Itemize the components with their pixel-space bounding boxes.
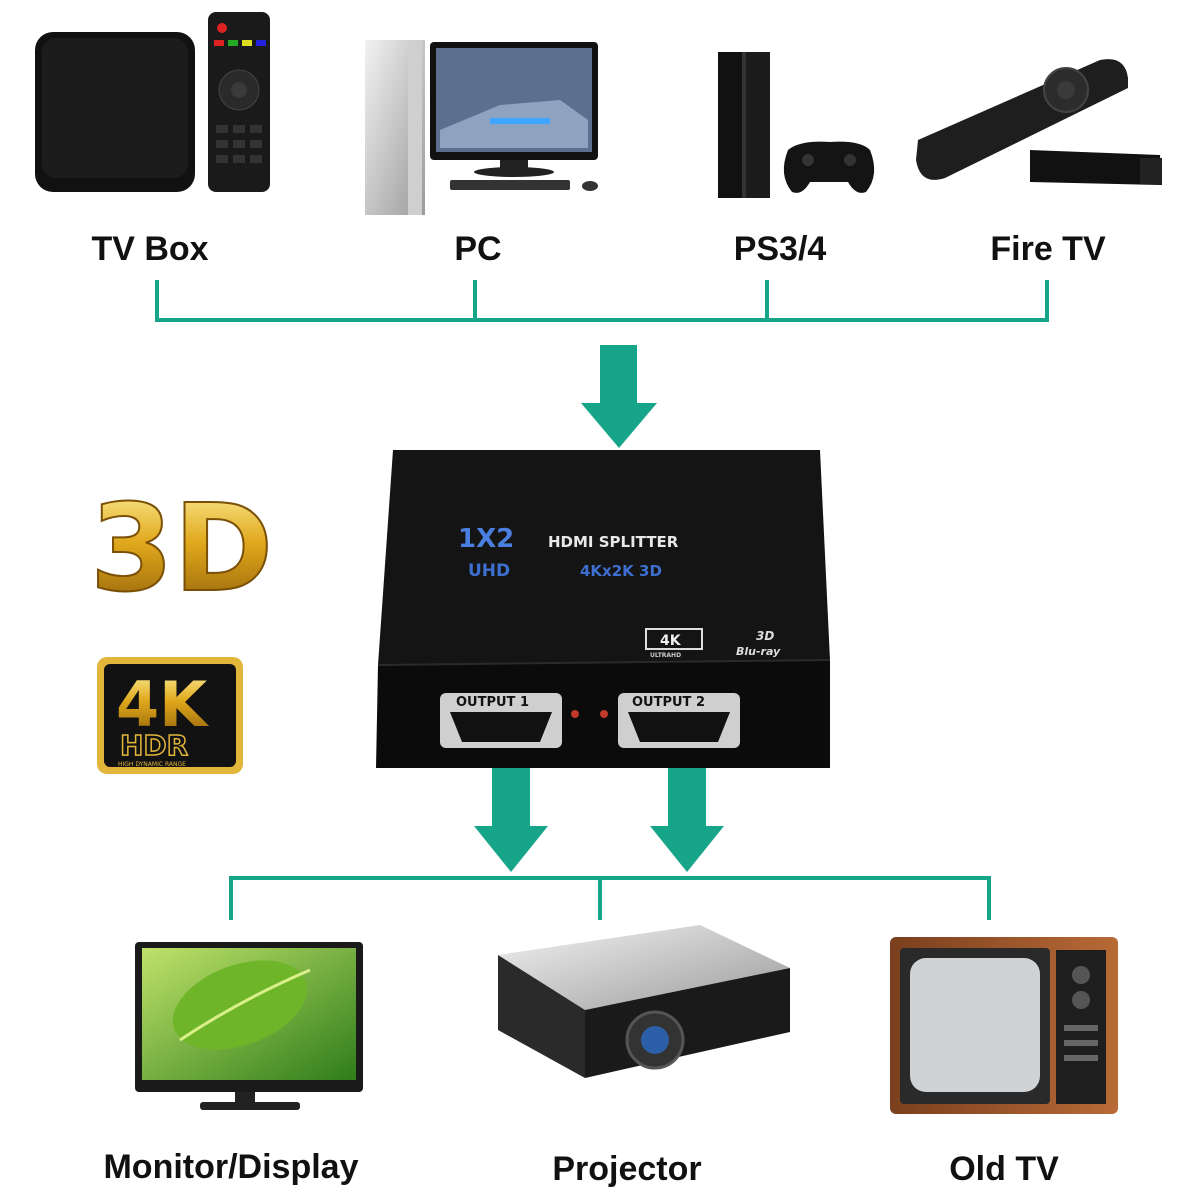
splitter-sub-uhd: UHD	[468, 561, 510, 581]
splitter-4k-sub: ULTRAHD	[650, 652, 681, 659]
monitor-icon	[135, 942, 363, 1110]
splitter-3d-label: 3D	[756, 629, 774, 643]
input-arrow	[581, 345, 657, 448]
3d-gold-badge: 3D	[89, 479, 274, 620]
output-port-1-label: OUTPUT 1	[456, 695, 529, 710]
output-label-monitor: Monitor/Display	[103, 1148, 359, 1186]
output-label-old-tv: Old TV	[949, 1150, 1059, 1188]
hdr-subtext: HIGH DYNAMIC RANGE	[118, 761, 186, 768]
output-arrow-2	[650, 768, 724, 872]
4k-badge-text: 4K	[116, 668, 209, 741]
hdmi-splitter-device	[376, 450, 831, 768]
fire-tv-stick-icon	[916, 59, 1162, 185]
tv-box-icon	[35, 12, 270, 192]
splitter-4k-label: 4K	[660, 633, 682, 649]
projector-icon	[498, 925, 790, 1078]
output-connector-lines	[229, 876, 991, 920]
splitter-sub-spec: 4Kx2K 3D	[580, 562, 662, 580]
output-port-2-label: OUTPUT 2	[632, 695, 705, 710]
splitter-title-rest: HDMI SPLITTER	[548, 533, 679, 551]
source-label-pc: PC	[454, 230, 502, 268]
output-label-projector: Projector	[552, 1150, 702, 1188]
pc-icon	[365, 40, 598, 215]
hdr-badge-text: HDR	[120, 729, 188, 762]
3d-badge-text: 3D	[90, 480, 273, 619]
output-arrow-1	[474, 768, 548, 872]
splitter-title-main: 1X2	[458, 524, 514, 554]
splitter-4k-badge	[645, 628, 703, 650]
old-tv-icon	[890, 937, 1118, 1114]
source-label-ps: PS3/4	[733, 230, 827, 268]
4k-hdr-badge: 4K HDR HIGH DYNAMIC RANGE	[97, 657, 243, 774]
input-connector-lines	[155, 280, 1049, 322]
source-label-fire-tv: Fire TV	[990, 230, 1106, 268]
splitter-bluray-label: Blu-ray	[736, 645, 781, 658]
source-label-tv-box: TV Box	[91, 230, 209, 268]
game-console-icon	[718, 52, 875, 198]
